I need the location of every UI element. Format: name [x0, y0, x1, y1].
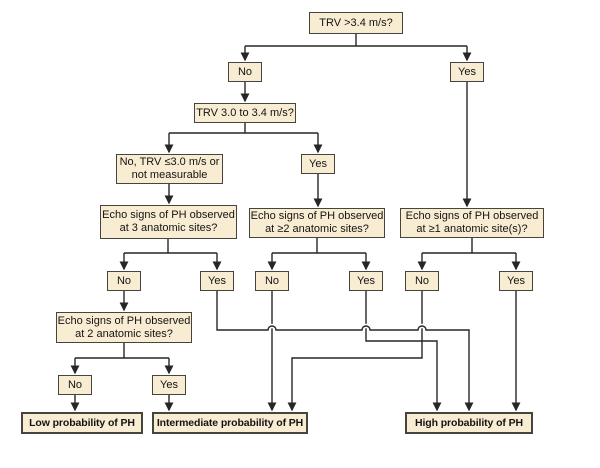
node-no-echo-ge1: No — [405, 271, 439, 291]
node-trv-gt-3-4: TRV >3.4 m/s? — [309, 12, 403, 34]
node-echo-2-sites: Echo signs of PH observed at 2 anatomic … — [56, 312, 192, 343]
edge-yes3-to-high-halo — [214, 291, 472, 410]
node-yes-echo-2: Yes — [152, 375, 186, 395]
node-high-probability: High probability of PH — [405, 412, 533, 434]
node-no-echo-3: No — [107, 271, 141, 291]
node-low-probability: Low probability of PH — [21, 412, 143, 434]
node-intermediate-probability: Intermediate probability of PH — [152, 412, 308, 434]
node-no-echo-ge2: No — [255, 271, 289, 291]
node-yes-trv-3-0-to-3-4: Yes — [301, 154, 335, 174]
edge-no-ge1-to-intermediate — [287, 291, 423, 412]
node-echo-3-sites: Echo signs of PH observed at 3 anatomic … — [100, 205, 237, 239]
node-yes-echo-ge1: Yes — [499, 271, 533, 291]
node-no-trv-gt-3-4: No — [228, 62, 262, 82]
node-no-echo-2: No — [58, 375, 92, 395]
node-yes-trv-gt-3-4: Yes — [450, 62, 484, 82]
node-yes-echo-ge2: Yes — [349, 271, 383, 291]
node-echo-ge1-site: Echo signs of PH observed at ≥1 anatomic… — [400, 208, 544, 238]
edge-yes3-to-high — [216, 291, 474, 412]
node-no-trv-le-3-0: No, TRV ≤3.0 m/s or not measurable — [116, 154, 223, 184]
node-yes-echo-3: Yes — [200, 271, 234, 291]
node-echo-ge2-sites: Echo signs of PH observed at ≥2 anatomic… — [249, 208, 385, 238]
edge-yes-ge2-to-high — [365, 291, 442, 412]
node-trv-3-0-to-3-4: TRV 3.0 to 3.4 m/s? — [194, 103, 296, 123]
